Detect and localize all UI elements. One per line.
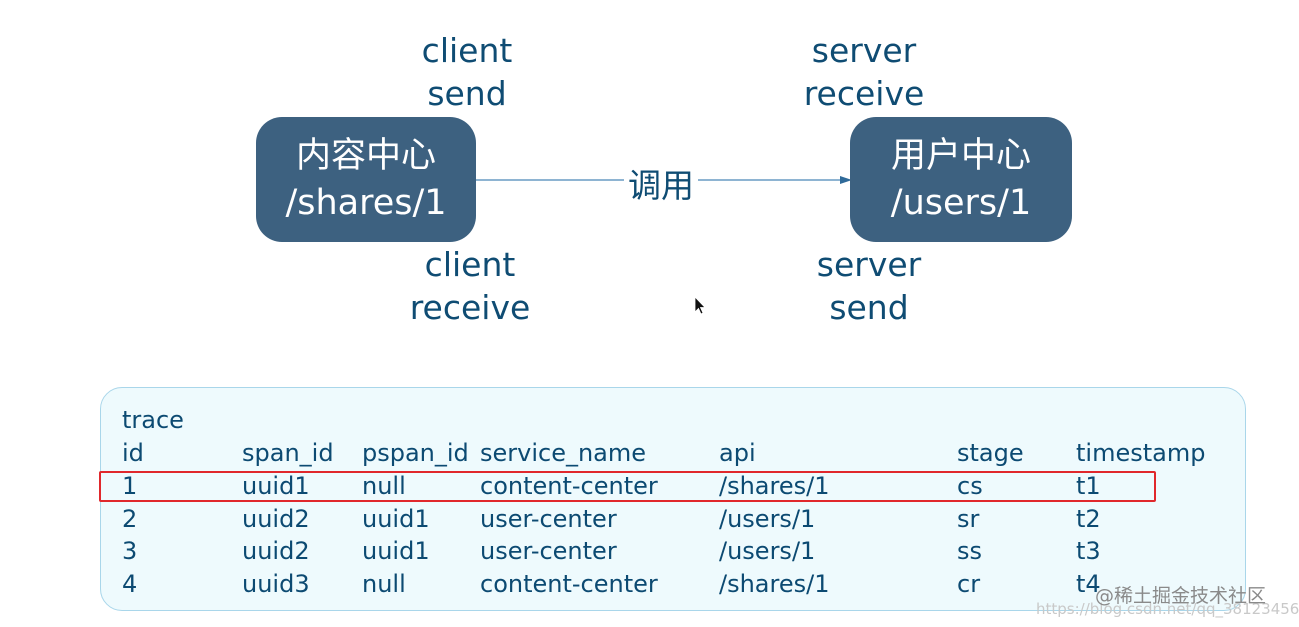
cell-service-name: content-center [480, 570, 658, 598]
client-receive-label: client receive [400, 243, 540, 329]
server-send-label: server send [802, 243, 936, 329]
header-api: api [719, 439, 756, 467]
cell-service-name: content-center [480, 472, 658, 500]
header-id: id [122, 439, 144, 467]
cell-trace-id: 2 [122, 505, 138, 533]
cell-trace-id: 1 [122, 472, 138, 500]
user-center-path: /users/1 [890, 182, 1032, 223]
cell-timestamp: t1 [1076, 472, 1101, 500]
cell-stage: sr [957, 505, 980, 533]
cell-timestamp: t3 [1076, 537, 1101, 565]
header-stage: stage [957, 439, 1024, 467]
header-pspan-id: pspan_id [362, 439, 469, 467]
cell-span-id: uuid2 [242, 537, 310, 565]
client-send-label: client send [400, 29, 534, 115]
user-center-title: 用户中心 [890, 135, 1031, 176]
cell-api: /users/1 [719, 537, 816, 565]
watermark: @稀土掘金技术社区 [1094, 585, 1266, 607]
server-send-line2: send [829, 288, 909, 327]
watermark-url: https://blog.csdn.net/qq_38123456 [1036, 600, 1299, 618]
content-center-title: 内容中心 [295, 135, 436, 176]
cell-pspan-id: uuid1 [362, 537, 430, 565]
cell-pspan-id: uuid1 [362, 505, 430, 533]
cell-api: /users/1 [719, 505, 816, 533]
content-center-node: 内容中心 /shares/1 [256, 117, 476, 242]
call-edge-arrowhead [840, 176, 852, 184]
header-trace-id: trace id [122, 404, 184, 470]
server-receive-label: server receive [792, 29, 936, 115]
server-receive-line2: receive [803, 74, 925, 113]
cell-trace-id: 3 [122, 537, 138, 565]
content-center-path: /shares/1 [285, 182, 447, 223]
header-span-id: span_id [242, 439, 334, 467]
cell-service-name: user-center [480, 505, 617, 533]
header-service-name: service_name [480, 439, 647, 467]
user-center-node: 用户中心 /users/1 [850, 117, 1072, 242]
cell-api: /shares/1 [719, 570, 830, 598]
cell-trace-id: 4 [122, 570, 138, 598]
call-edge-label: 调用 [624, 159, 698, 207]
cell-pspan-id: null [362, 570, 406, 598]
cell-api: /shares/1 [719, 472, 830, 500]
mouse-cursor-icon [694, 296, 706, 315]
client-send-line1: client [421, 31, 513, 70]
row-highlight-box [99, 471, 1156, 502]
cell-span-id: uuid3 [242, 570, 310, 598]
cell-stage: cs [957, 472, 983, 500]
client-receive-line2: receive [409, 288, 531, 327]
cell-stage: ss [957, 537, 983, 565]
header-timestamp: timestamp [1076, 439, 1206, 467]
header-trace: trace [122, 406, 184, 434]
cell-stage: cr [957, 570, 981, 598]
server-receive-line1: server [811, 31, 917, 70]
cell-service-name: user-center [480, 537, 617, 565]
span-table [100, 387, 1246, 611]
cell-span-id: uuid2 [242, 505, 310, 533]
cell-timestamp: t2 [1076, 505, 1101, 533]
client-receive-line1: client [424, 245, 516, 284]
cell-timestamp: t4 [1076, 570, 1101, 598]
server-send-line1: server [816, 245, 922, 284]
client-send-line2: send [427, 74, 507, 113]
cell-pspan-id: null [362, 472, 406, 500]
cell-span-id: uuid1 [242, 472, 310, 500]
